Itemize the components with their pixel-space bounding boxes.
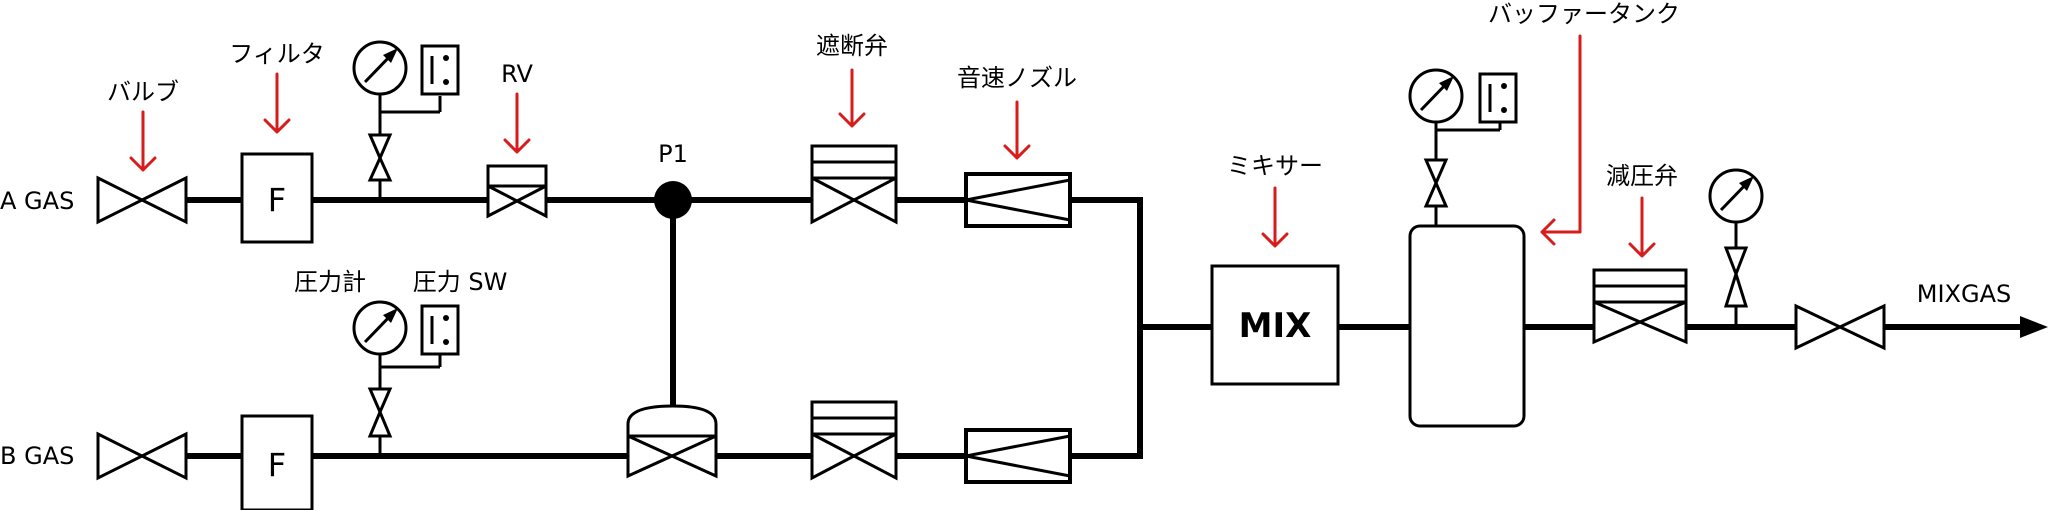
gauge-branch-b	[352, 300, 460, 456]
label-pressure-sw: 圧力 SW	[413, 268, 508, 296]
label-shutoff: 遮断弁	[816, 32, 888, 60]
label-b-gas: B GAS	[0, 442, 74, 470]
label-rv: RV	[501, 60, 533, 88]
junction-p1	[654, 181, 692, 219]
valve-a	[96, 175, 188, 225]
valve-b	[96, 431, 188, 481]
pressure-switch-b-icon	[420, 304, 460, 356]
reducing-valve	[1592, 268, 1688, 345]
sonic-nozzle-b	[964, 428, 1072, 484]
label-valve: バルブ	[107, 78, 179, 106]
label-buffer: バッファータンク	[1488, 0, 1680, 28]
label-nozzle: 音速ノズル	[957, 64, 1077, 92]
filter-a: F	[240, 152, 314, 244]
callouts	[129, 34, 1656, 258]
pressure-switch-a-icon	[420, 44, 460, 96]
output-arrowhead	[2020, 316, 2048, 338]
mixer-text: MIX	[1239, 306, 1312, 346]
pressure-switch-tank-icon	[1478, 72, 1518, 124]
label-mixer: ミキサー	[1227, 152, 1323, 180]
output-gauge-branch	[1708, 168, 1764, 327]
label-filter: フィルタ	[229, 40, 325, 68]
label-mixgas: MIXGAS	[1917, 280, 2011, 308]
pressure-regulator	[626, 404, 718, 479]
label-p1: P1	[658, 140, 688, 168]
shutoff-valve-b	[810, 400, 898, 481]
relief-valve	[486, 164, 548, 219]
buffer-tank	[1408, 68, 1526, 428]
shutoff-valve-a	[810, 144, 898, 225]
piping	[186, 197, 2048, 459]
sonic-nozzle-a	[964, 172, 1072, 228]
filter-b-letter: F	[268, 446, 286, 484]
valve-out	[1794, 303, 1886, 351]
mixer: MIX	[1210, 264, 1340, 386]
filter-a-letter: F	[268, 181, 286, 219]
label-a-gas: A GAS	[0, 187, 74, 215]
filter-b: F	[240, 414, 314, 510]
label-reducing-valve: 減圧弁	[1606, 162, 1678, 190]
gauge-branch-a	[352, 40, 460, 200]
label-pressure-gauge: 圧力計	[294, 268, 366, 296]
